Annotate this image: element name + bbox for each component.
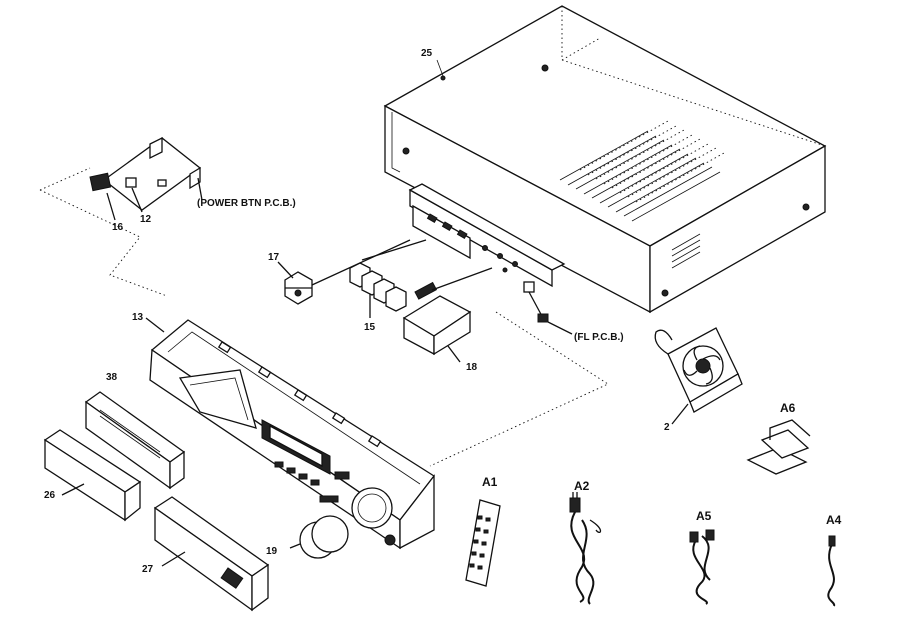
label-38: 38 (106, 372, 118, 383)
label-fl-pcb: (FL P.C.B.) (574, 332, 624, 343)
part-38-door (84, 391, 186, 490)
label-a4: A4 (826, 513, 842, 527)
label-15: 15 (364, 322, 376, 333)
label-13: 13 (132, 312, 144, 323)
part-18-bracket (402, 267, 493, 363)
label-a2: A2 (574, 479, 590, 493)
part-27-cover (153, 496, 270, 612)
label-a6: A6 (780, 401, 796, 415)
label-power-btn-pcb: (POWER BTN P.C.B.) (197, 198, 296, 209)
cover-vent-grille (548, 118, 742, 269)
accessory-a6-loop-antenna (746, 419, 811, 475)
label-25: 25 (421, 48, 433, 59)
fl-pcb-board (408, 183, 573, 335)
label-2: 2 (664, 422, 670, 433)
label-19: 19 (266, 546, 278, 557)
part-17-component (277, 239, 411, 305)
part-19-knob (289, 515, 349, 559)
power-button-pcb-assembly (89, 136, 203, 221)
accessory-a2-power-cord (569, 492, 602, 605)
accessory-a1-remote-control (465, 499, 501, 587)
accessory-a5-cable (689, 529, 715, 605)
label-17: 17 (268, 252, 280, 263)
label-18: 18 (466, 362, 478, 373)
label-12: 12 (140, 214, 152, 225)
label-27: 27 (142, 564, 154, 575)
top-cover-part-25 (383, 5, 827, 314)
part-2-cooling-fan (654, 327, 743, 425)
part-15-button-set (349, 239, 427, 318)
accessory-a4-wire-antenna (827, 535, 836, 607)
label-26: 26 (44, 490, 56, 501)
part-labels: 25 16 12 (POWER BTN P.C.B.) 17 15 18 (FL… (44, 48, 842, 575)
front-panel-part-13 (145, 317, 435, 550)
label-16: 16 (112, 222, 124, 233)
part-26-cover (43, 429, 142, 522)
label-a5: A5 (696, 509, 712, 523)
label-a1: A1 (482, 475, 498, 489)
